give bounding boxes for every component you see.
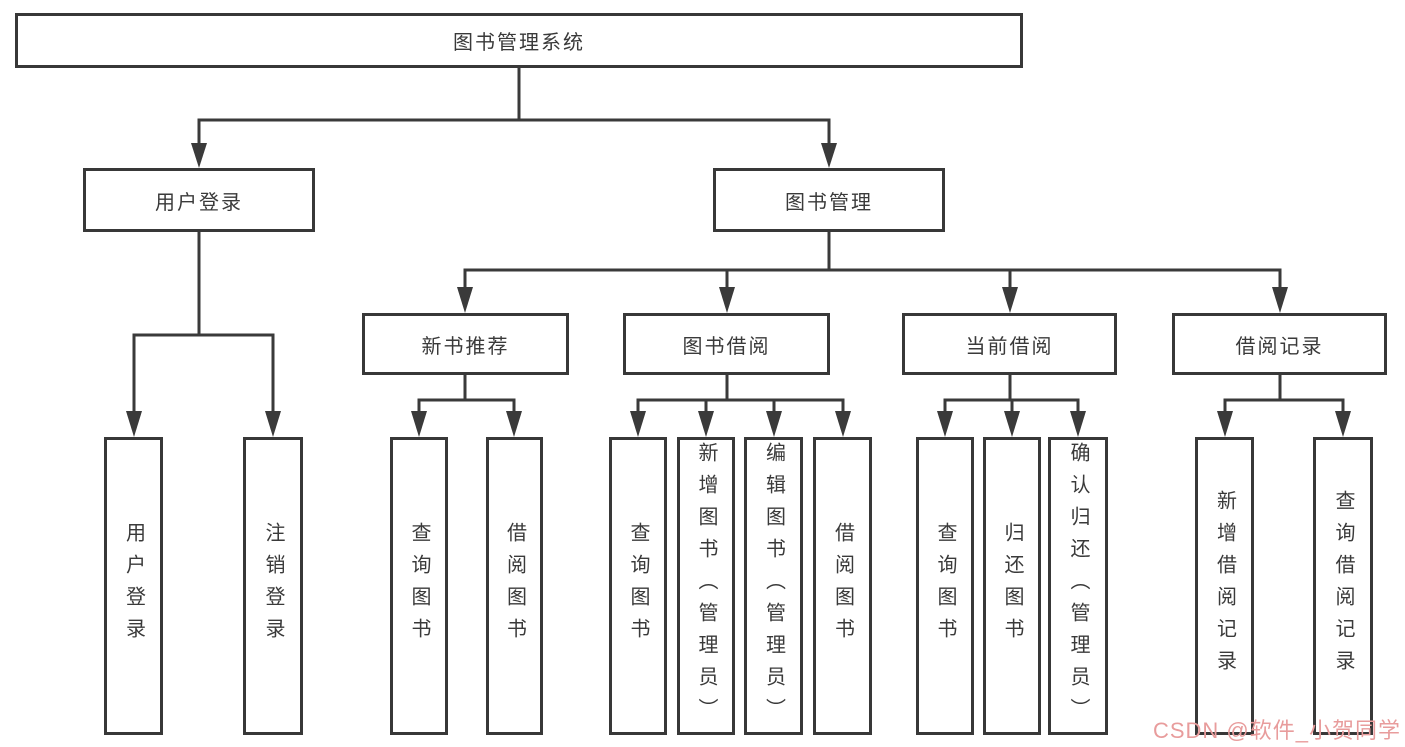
leaf-records-add-record-label: 新增借阅记录 bbox=[1213, 490, 1236, 682]
node-root-system: 图书管理系统 bbox=[15, 13, 1023, 68]
leaf-recommend-borrow-book-label: 借阅图书 bbox=[503, 522, 526, 650]
leaf-current-confirm-return-admin-label: 确认归还（管理员） bbox=[1067, 442, 1089, 730]
leaf-borrow-edit-book-admin-label: 编辑图书（管理员） bbox=[762, 442, 785, 730]
leaf-user-login: 用户登录 bbox=[104, 437, 163, 735]
node-new-book-recommend: 新书推荐 bbox=[362, 313, 569, 375]
leaf-borrow-query-book-label: 查询图书 bbox=[627, 522, 649, 650]
leaf-user-login-label: 用户登录 bbox=[122, 522, 145, 650]
node-borrow-records: 借阅记录 bbox=[1172, 313, 1387, 375]
leaf-current-query-book: 查询图书 bbox=[916, 437, 974, 735]
leaf-records-add-record: 新增借阅记录 bbox=[1195, 437, 1254, 735]
leaf-logout-label: 注销登录 bbox=[262, 522, 284, 650]
leaf-recommend-query-book: 查询图书 bbox=[390, 437, 448, 735]
node-user-login: 用户登录 bbox=[83, 168, 315, 232]
leaf-borrow-add-book-admin: 新增图书（管理员） bbox=[677, 437, 735, 735]
leaf-recommend-query-book-label: 查询图书 bbox=[408, 522, 430, 650]
leaf-recommend-borrow-book: 借阅图书 bbox=[486, 437, 543, 735]
leaf-current-confirm-return-admin: 确认归还（管理员） bbox=[1048, 437, 1108, 735]
leaf-borrow-borrow-book-label: 借阅图书 bbox=[831, 522, 854, 650]
leaf-records-query-record-label: 查询借阅记录 bbox=[1332, 490, 1354, 682]
node-book-management: 图书管理 bbox=[713, 168, 945, 232]
leaf-borrow-borrow-book: 借阅图书 bbox=[813, 437, 872, 735]
leaf-current-query-book-label: 查询图书 bbox=[934, 522, 956, 650]
leaf-borrow-query-book: 查询图书 bbox=[609, 437, 667, 735]
leaf-borrow-add-book-admin-label: 新增图书（管理员） bbox=[695, 442, 717, 730]
leaf-current-return-book: 归还图书 bbox=[983, 437, 1041, 735]
leaf-borrow-edit-book-admin: 编辑图书（管理员） bbox=[744, 437, 803, 735]
leaf-logout: 注销登录 bbox=[243, 437, 303, 735]
leaf-records-query-record: 查询借阅记录 bbox=[1313, 437, 1373, 735]
node-current-borrow: 当前借阅 bbox=[902, 313, 1117, 375]
node-book-borrow: 图书借阅 bbox=[623, 313, 830, 375]
leaf-current-return-book-label: 归还图书 bbox=[1001, 522, 1023, 650]
